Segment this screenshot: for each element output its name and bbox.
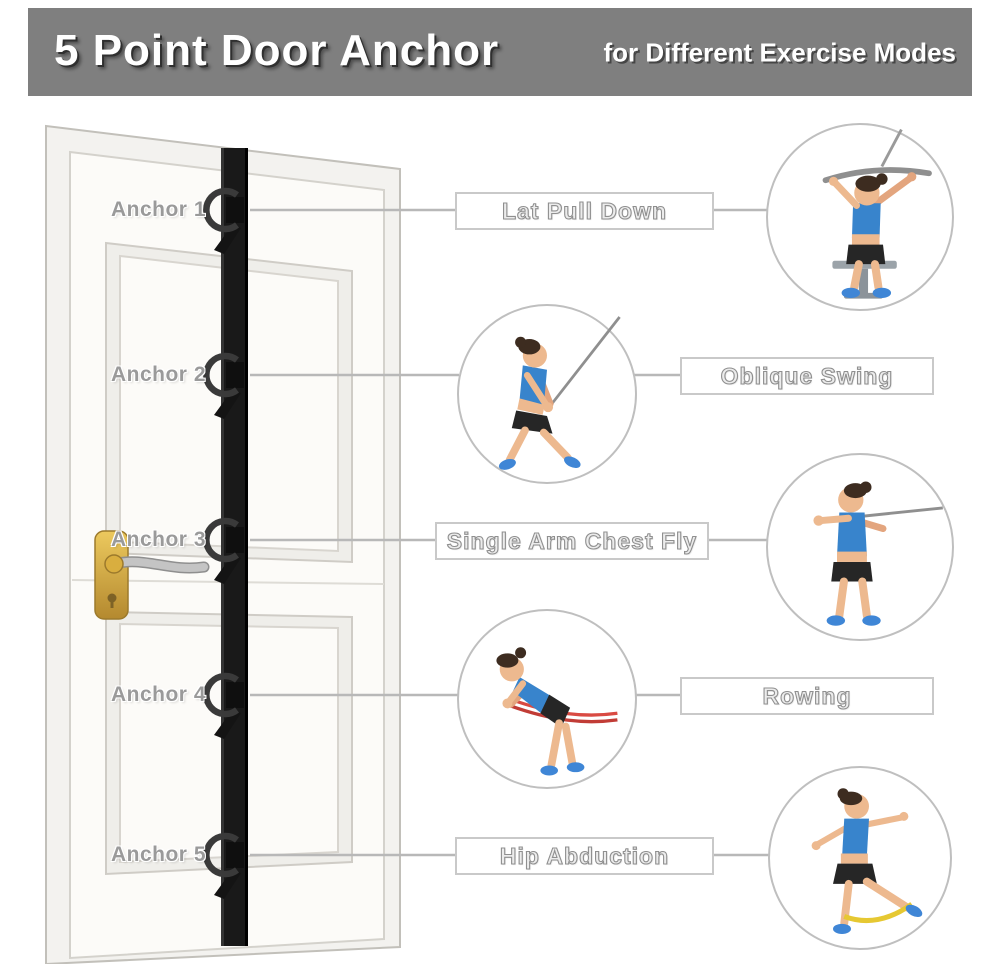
- anchor-5-label: Anchor 5: [110, 843, 206, 866]
- anchor-ring-3: [203, 517, 244, 584]
- anchor-ring-5: [203, 832, 244, 899]
- header-banner: 5 Point Door Anchor for Different Exerci…: [28, 8, 972, 96]
- anchor-2-label: Anchor 2: [110, 363, 206, 386]
- exercise-name: Single Arm Chest Fly: [446, 527, 698, 554]
- anchor-ring-2: [203, 352, 244, 419]
- exercise-name: Lat Pull Down: [501, 197, 668, 224]
- anchor-3-label: Anchor 3: [110, 528, 206, 551]
- rowing-circle: [457, 609, 637, 789]
- exercise-label-oblique-swing: Oblique Swing: [680, 357, 934, 395]
- anchor-1-label: Anchor 1: [110, 198, 206, 221]
- exercise-label-hip-abduction: Hip Abduction: [455, 837, 714, 875]
- single-arm-chest-fly-circle: [766, 453, 954, 641]
- anchor-ring-4: [203, 672, 244, 739]
- oblique-swing-circle: [457, 304, 637, 484]
- exercise-label-rowing: Rowing: [680, 677, 934, 715]
- resistance-band: [548, 316, 621, 409]
- page-title: 5 Point Door Anchor: [54, 26, 500, 75]
- hip-abduction-figure-icon: [811, 788, 923, 934]
- pull-bar: [822, 167, 932, 184]
- door-panels: [71, 241, 385, 876]
- exercise-label-single-arm-chest-fly: Single Arm Chest Fly: [435, 522, 709, 560]
- exercise-name: Oblique Swing: [720, 362, 894, 389]
- hip-abduction-circle: [768, 766, 952, 950]
- exercise-name: Rowing: [762, 682, 852, 709]
- exercise-label-lat-pull-down: Lat Pull Down: [455, 192, 714, 230]
- page-subtitle: for Different Exercise Modes: [603, 37, 956, 68]
- rowing-figure-icon: [496, 647, 618, 776]
- lat-pull-down-figure-icon: [822, 128, 932, 299]
- anchor-ring-1: [203, 187, 244, 254]
- lat-pull-down-circle: [766, 123, 954, 311]
- connector-lines: [250, 208, 770, 857]
- exercise-name: Hip Abduction: [499, 842, 670, 869]
- door-handle: [94, 530, 210, 620]
- oblique-swing-figure-icon: [498, 316, 621, 470]
- resistance-band-red: [509, 704, 618, 724]
- cable-band: [880, 128, 903, 168]
- anchor-4-label: Anchor 4: [110, 683, 206, 706]
- single-arm-chest-fly-figure-icon: [813, 481, 943, 626]
- resistance-band-red: [509, 697, 618, 717]
